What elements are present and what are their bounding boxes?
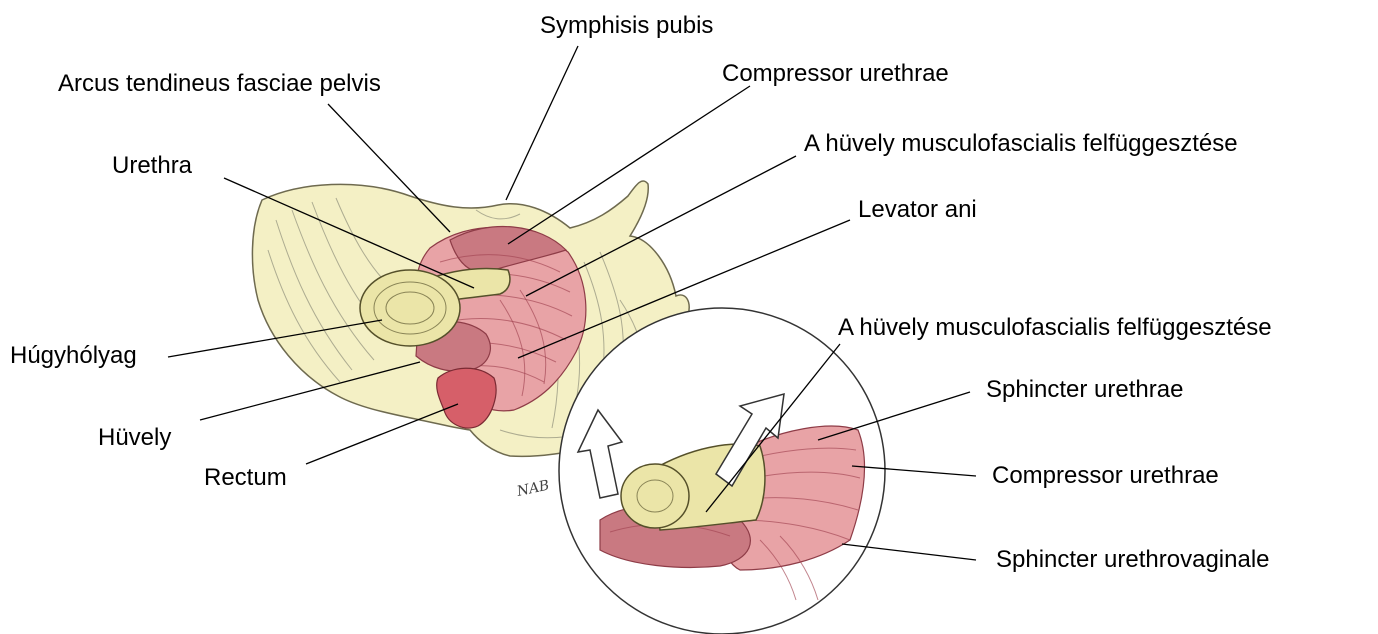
leader-symphysis-pubis [506, 46, 578, 200]
artist-signature: NAB [515, 477, 551, 500]
label-rectum: Rectum [204, 464, 287, 492]
label-urethra: Urethra [112, 152, 192, 180]
leader-rectum [306, 404, 458, 464]
label-compressor-urethrae-inset: Compressor urethrae [992, 462, 1219, 490]
label-sphincter-urethrae: Sphincter urethrae [986, 376, 1183, 404]
bladder-section [360, 270, 460, 346]
label-huvely: Hüvely [98, 424, 171, 452]
label-hugyholyag: Húgyhólyag [10, 342, 137, 370]
label-symphysis-pubis: Symphisis pubis [540, 12, 713, 40]
label-musculofascial-top: A hüvely musculofascialis felfüggesztése [804, 130, 1238, 158]
label-musculofascial-inset: A hüvely musculofascialis felfüggesztése [838, 314, 1272, 342]
label-compressor-urethrae-top: Compressor urethrae [722, 60, 949, 88]
label-arcus-tendineus: Arcus tendineus fasciae pelvis [58, 70, 381, 98]
label-levator-ani: Levator ani [858, 196, 977, 224]
label-sphincter-urethrovaginale: Sphincter urethrovaginale [996, 546, 1270, 574]
inset-urethra-section [621, 464, 689, 528]
